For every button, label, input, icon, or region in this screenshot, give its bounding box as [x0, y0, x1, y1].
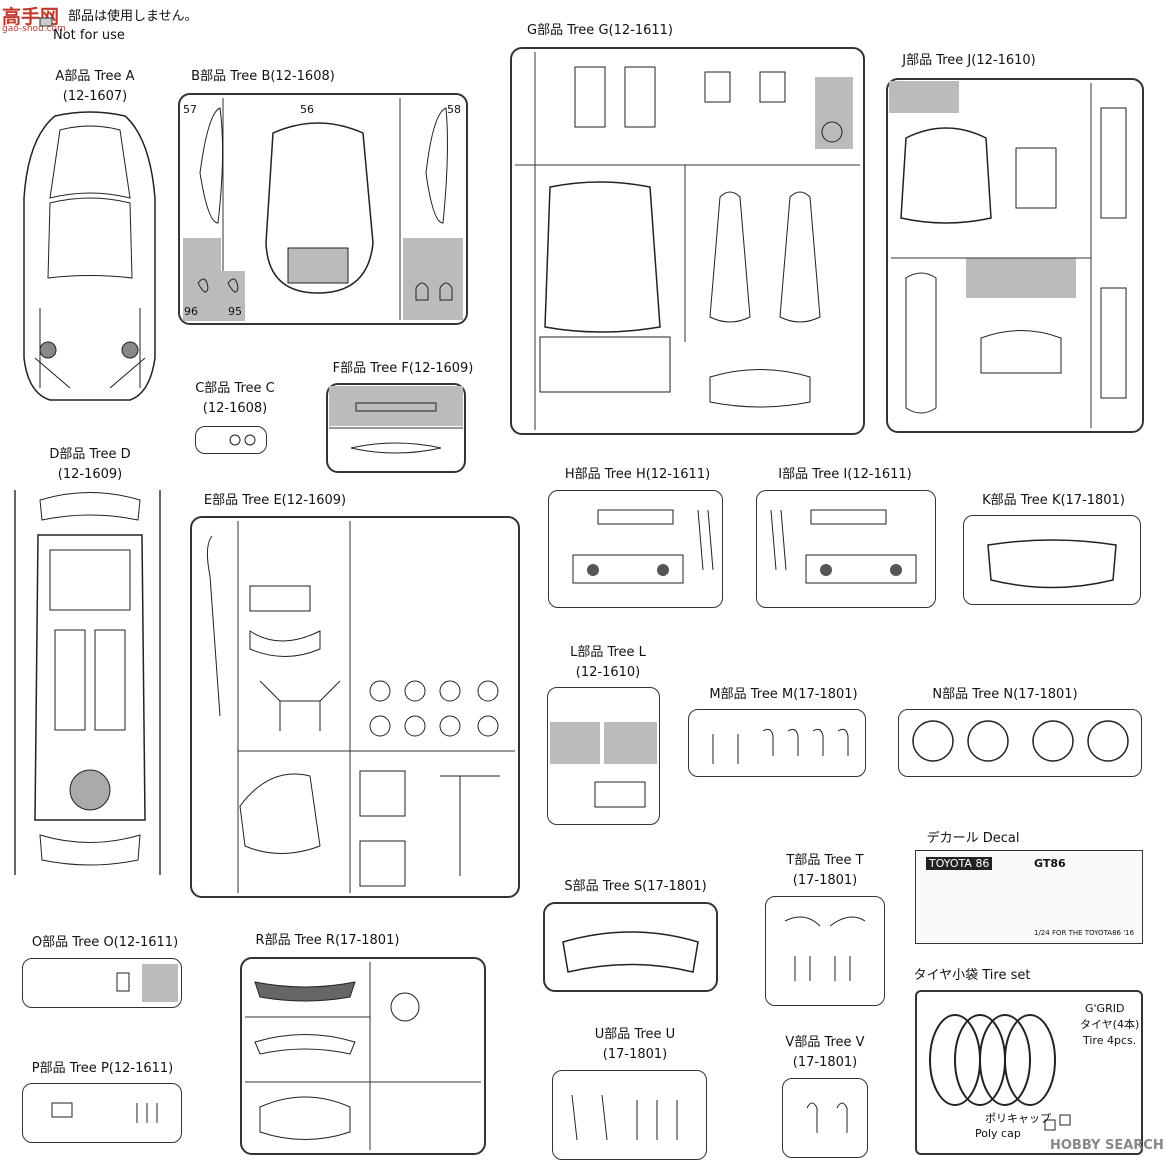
tree-g-frame	[510, 47, 865, 435]
tree-m-frame	[688, 709, 866, 777]
tire-jp: タイヤ(4本)	[1080, 1018, 1140, 1031]
tree-c-code: (12-1608)	[202, 401, 268, 416]
tree-p-frame	[22, 1083, 182, 1143]
tree-m-parts	[712, 728, 849, 764]
tree-m-title: M部品 Tree M(17-1801)	[709, 687, 858, 702]
tree-j-title: J部品 Tree J(12-1610)	[902, 53, 1036, 68]
tree-v-parts	[806, 1102, 848, 1133]
not-use-en: Not for use	[53, 28, 125, 43]
decal-footer: 1/24 FOR THE TOYOTA86 '16	[1034, 929, 1135, 937]
tree-d-chassis	[14, 490, 161, 875]
tree-k-frame	[963, 515, 1141, 605]
tree-v-title: V部品 Tree V	[785, 1035, 865, 1050]
tree-s-frame	[543, 902, 718, 992]
tree-l-code: (12-1610)	[575, 665, 641, 680]
decal-title: デカール Decal	[926, 831, 1020, 846]
part-b-95: 95	[228, 305, 242, 318]
tree-l-title: L部品 Tree L	[570, 645, 646, 660]
tire-en: Tire 4pcs.	[1083, 1034, 1137, 1047]
tree-o-parts	[116, 964, 178, 1002]
tree-e-frame	[190, 516, 520, 898]
part-b-58: 58	[447, 103, 461, 116]
tree-d-title: D部品 Tree D	[49, 447, 131, 462]
tree-c-frame	[195, 426, 267, 454]
tree-j-parts	[889, 81, 1127, 428]
tree-u-title: U部品 Tree U	[594, 1027, 676, 1042]
tree-g-parts	[515, 52, 860, 430]
tree-a-body-shell	[23, 111, 156, 401]
tree-k-title: K部品 Tree K(17-1801)	[982, 493, 1125, 508]
tree-n-title: N部品 Tree N(17-1801)	[932, 687, 1078, 702]
not-use-jp: 部品は使用しません。	[68, 9, 198, 24]
tree-e-parts	[206, 521, 515, 893]
tree-h-title: H部品 Tree H(12-1611)	[564, 467, 711, 482]
part-b-57: 57	[183, 103, 197, 116]
tree-v-frame	[782, 1078, 868, 1158]
tree-i-parts	[770, 509, 917, 584]
tree-l-parts	[550, 722, 657, 808]
tree-u-frame	[552, 1070, 707, 1160]
tree-h-parts	[572, 509, 714, 584]
decal-toyota: TOYOTA 86	[926, 857, 993, 870]
tire-title: タイヤ小袋 Tire set	[913, 968, 1031, 983]
tree-p-parts	[51, 1102, 158, 1123]
tree-b-parts	[183, 98, 463, 321]
part-b-56: 56	[300, 103, 314, 116]
tree-t-frame	[765, 896, 885, 1006]
tree-t-title: T部品 Tree T	[786, 853, 864, 868]
decal-gt86: GT86	[1034, 857, 1066, 870]
tree-c-parts	[229, 434, 256, 446]
tree-s-parts	[562, 931, 699, 973]
unused-part-shape	[39, 17, 53, 27]
tree-r-parts	[245, 962, 481, 1150]
decal-sheet: GT86 TOYOTA 86 1/24 FOR THE TOYOTA86 '16	[915, 850, 1143, 944]
poly-cap-en: Poly cap	[975, 1127, 1021, 1140]
tree-r-title: R部品 Tree R(17-1801)	[255, 933, 400, 948]
tree-a-code: (12-1607)	[62, 89, 128, 104]
tree-n-wheels	[912, 720, 1129, 762]
tree-a-title: A部品 Tree A	[55, 69, 135, 84]
brand-url: gao-shou.com	[2, 24, 66, 34]
tree-u-parts	[571, 1094, 678, 1141]
source-watermark: HOBBY SEARCH	[1050, 1138, 1164, 1153]
tree-d-code: (12-1609)	[57, 467, 123, 482]
tree-i-title: I部品 Tree I(12-1611)	[778, 467, 912, 482]
tree-s-title: S部品 Tree S(17-1801)	[564, 879, 707, 894]
tree-e-title: E部品 Tree E(12-1609)	[203, 493, 347, 508]
poly-cap-jp: ポリキャップ	[985, 1112, 1051, 1125]
tree-p-title: P部品 Tree P(12-1611)	[31, 1061, 174, 1076]
tree-b-title: B部品 Tree B(12-1608)	[191, 69, 335, 84]
header: 高手网 gao-shou.com 部品は使用しません。 Not for use	[0, 0, 198, 48]
tree-o-title: O部品 Tree O(12-1611)	[31, 935, 179, 950]
tree-t-code: (17-1801)	[792, 873, 858, 888]
tree-u-code: (17-1801)	[602, 1047, 668, 1062]
tree-c-title: C部品 Tree C	[195, 381, 275, 396]
tree-n-frame	[898, 709, 1142, 777]
tree-f-title: F部品 Tree F(12-1609)	[332, 361, 474, 376]
tree-g-title: G部品 Tree G(12-1611)	[527, 23, 673, 38]
tree-f-parts	[329, 386, 463, 454]
tire-set-drawing	[929, 1014, 1071, 1131]
part-b-96: 96	[184, 305, 198, 318]
tree-k-parts	[987, 539, 1117, 589]
tree-v-code: (17-1801)	[792, 1055, 858, 1070]
tree-t-parts	[784, 916, 866, 981]
tire-brand: G'GRID	[1085, 1002, 1125, 1015]
